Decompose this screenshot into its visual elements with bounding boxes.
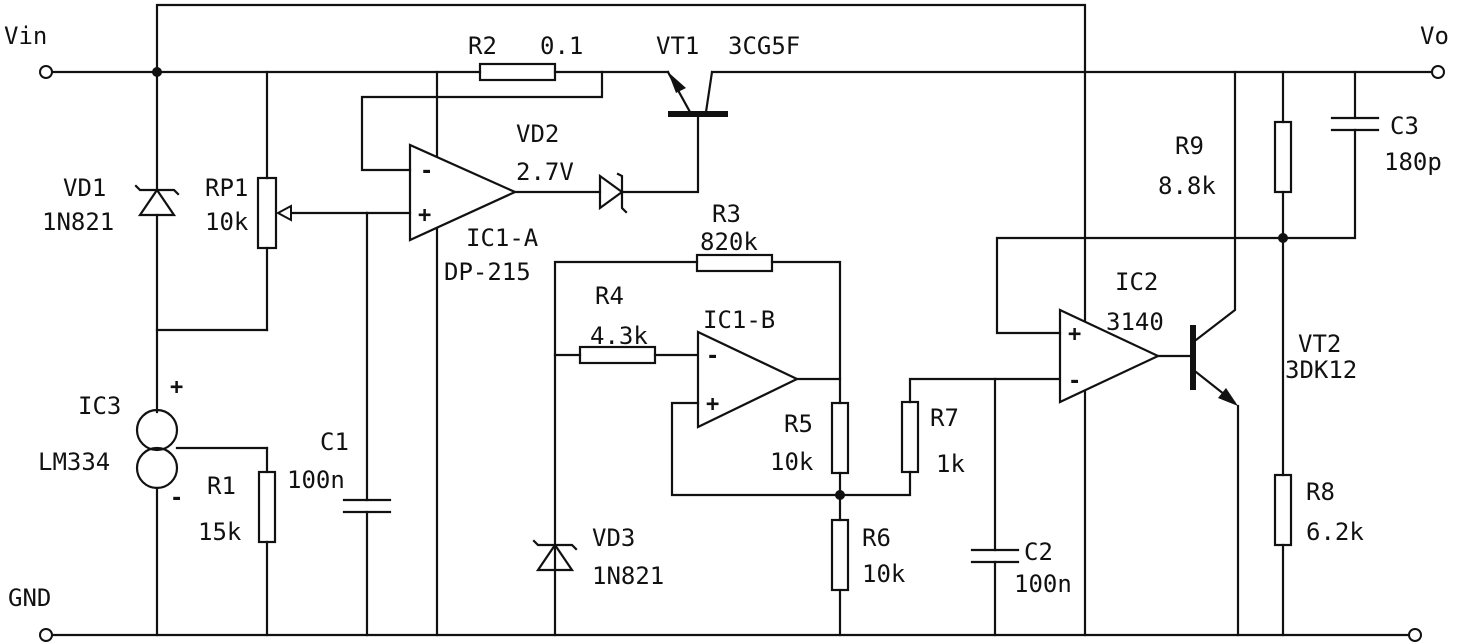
r5-value: 10k [770, 448, 814, 476]
vt2-value: 3DK12 [1285, 356, 1357, 384]
ic2-minus: - [1068, 369, 1081, 394]
r9-ref: R9 [1175, 132, 1204, 160]
r6-value: 10k [862, 560, 906, 588]
vo-label: Vo [1420, 22, 1449, 50]
vd2-value: 2.7V [516, 158, 574, 186]
ic2-ref: IC2 [1115, 268, 1158, 296]
ic1b-ref: IC1-B [703, 306, 775, 334]
r3-ref: R3 [712, 200, 741, 228]
c1-capacitor [342, 211, 392, 637]
vd1-zener [134, 70, 180, 414]
vd1-value: 1N821 [42, 208, 114, 236]
c2-value: 100n [1014, 570, 1072, 598]
c2-capacitor [970, 377, 1020, 637]
r8-ref: R8 [1306, 478, 1335, 506]
ic3-minus: - [170, 486, 183, 511]
ic1a-minus: - [420, 159, 433, 184]
c3-value: 180p [1384, 148, 1442, 176]
ic1b-opamp [670, 330, 842, 497]
ic1b-plus: + [706, 392, 719, 417]
r1-resistor [257, 470, 277, 637]
ic2-value: 3140 [1106, 308, 1164, 336]
ic2-opamp [995, 128, 1357, 404]
c3-ref: C3 [1390, 112, 1419, 140]
vin-label: Vin [4, 22, 47, 50]
r6-resistor [830, 518, 850, 637]
vt1-ref: VT1 [656, 32, 699, 60]
r7-resistor [838, 377, 1062, 497]
junction-dots [152, 67, 1288, 500]
r1-ref: R1 [207, 472, 236, 500]
r9-value: 8.8k [1158, 172, 1216, 200]
ic1a-plus: + [418, 203, 431, 228]
r4-ref: R4 [595, 282, 624, 310]
r5-resistor [830, 401, 850, 522]
c1-value: 100n [287, 466, 345, 494]
r4-value: 4.3k [590, 322, 648, 350]
vt2-ref: VT2 [1298, 330, 1341, 358]
ic3-current-source [135, 408, 269, 637]
vin-terminal[interactable] [39, 65, 53, 79]
r2-resistor [478, 62, 557, 82]
r2-ref: R2 [468, 32, 497, 60]
vd2-ref: VD2 [516, 120, 559, 148]
ic3-ref: IC3 [78, 392, 121, 420]
ic1b-minus: - [706, 344, 719, 369]
c3-capacitor [1330, 70, 1380, 132]
ic3-value: LM334 [38, 448, 110, 476]
vd3-ref: VD3 [592, 524, 635, 552]
gnd-label: GND [8, 584, 51, 612]
rp1-ref: RP1 [205, 174, 248, 202]
r8-value: 6.2k [1306, 518, 1364, 546]
r7-value: 1k [936, 450, 965, 478]
r3-resistor [553, 253, 842, 637]
c2-ref: C2 [1024, 538, 1053, 566]
vt1-value: 3CG5F [728, 32, 800, 60]
r9-resistor [1273, 70, 1293, 477]
r1-value: 15k [198, 518, 242, 546]
c1-ref: C1 [320, 428, 349, 456]
gnd-terminal-left[interactable] [39, 628, 53, 642]
vo-terminal[interactable] [1431, 65, 1445, 79]
vd3-zener [532, 539, 578, 572]
vd2-zener [513, 112, 700, 214]
ic1a-ref: IC1-A [466, 224, 539, 252]
r8-resistor [1273, 473, 1293, 637]
r4-resistor [553, 345, 700, 365]
r7-ref: R7 [930, 404, 959, 432]
ic3-plus: + [170, 375, 183, 400]
r6-ref: R6 [862, 524, 891, 552]
r5-ref: R5 [784, 410, 813, 438]
gnd-terminal-right[interactable] [1408, 628, 1422, 642]
vt2-transistor [1190, 70, 1240, 637]
vt1-transistor [666, 70, 728, 117]
vd1-ref: VD1 [63, 174, 106, 202]
ic1a-opamp [360, 70, 604, 242]
rp1-value: 10k [205, 208, 249, 236]
ic1a-value: DP-215 [444, 258, 531, 286]
ic2-plus: + [1068, 322, 1081, 347]
rp1-potentiometer [155, 70, 369, 332]
vd3-value: 1N821 [592, 562, 664, 590]
r2-value: 0.1 [540, 32, 583, 60]
r3-value: 820k [700, 228, 758, 256]
